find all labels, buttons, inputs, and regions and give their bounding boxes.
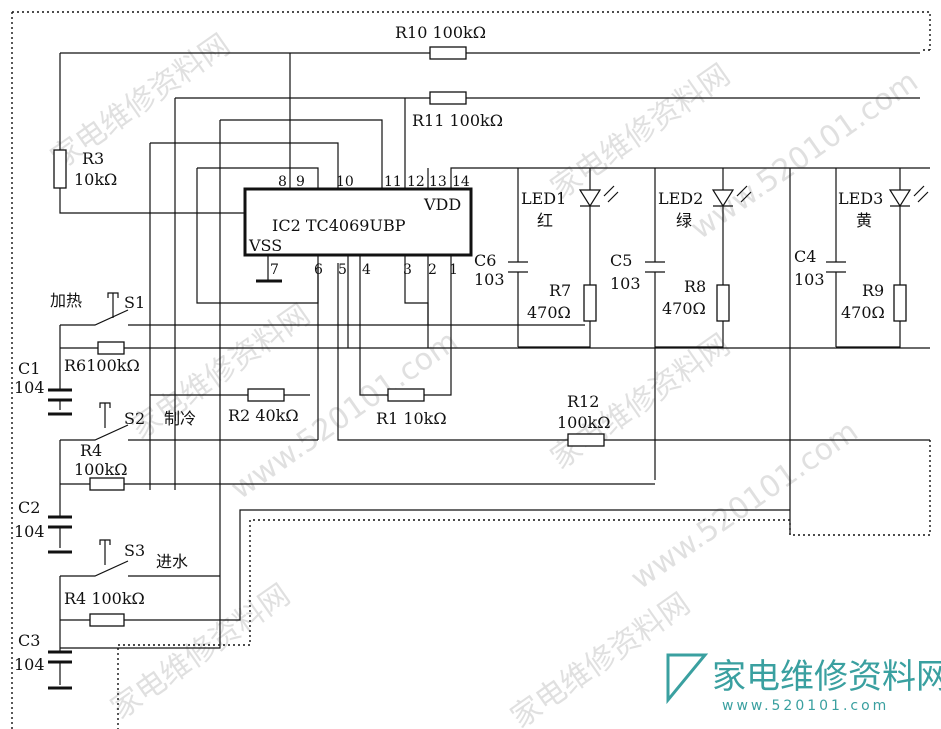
resistor-r3 [53,149,67,189]
watermark-url: www.520101.com [625,414,865,597]
resistor-r11 [429,91,467,105]
label-s2: S2 [124,409,145,428]
label-r8-ref: R8 [684,277,706,296]
label-r8-val: 470Ω [662,299,706,318]
label-led2-color: 绿 [676,211,692,230]
site-logo: 家电维修资料网 www.520101.com [666,653,941,714]
pin-label: 13 [429,174,447,190]
label-led3-color: 黄 [856,211,872,230]
led3-symbol [888,189,912,208]
resistor-r10 [429,46,467,60]
label-r6: R6100kΩ [64,356,140,375]
label-r4b: R4 100kΩ [64,589,145,608]
resistor-r8 [716,284,730,322]
ic2-chip: 8 9 10 11 12 13 14 VDD IC2 TC4069UBP VSS… [243,174,473,283]
label-s1: S1 [124,293,145,312]
watermark-layer: 家电维修资料网 家电维修资料网 家电维修资料网 家电维修资料网 家电维修资料网 … [45,27,925,729]
label-c1-val: 104 [14,378,45,397]
label-s3: S3 [124,541,145,560]
pin-label: 14 [452,174,470,190]
input-network [48,263,930,690]
label-r1: R1 10kΩ [376,409,447,428]
label-led3: LED3 [838,189,883,208]
pin-label: 5 [338,262,347,278]
label-r12-ref: R12 [567,392,599,411]
logo-url: www.520101.com [722,698,889,714]
logo-text: 家电维修资料网 [712,657,941,697]
pin-label: 3 [403,262,412,278]
label-r9-val: 470Ω [841,303,885,322]
pin-label: 4 [362,262,371,278]
logo-mark [666,653,709,705]
resistor-r6 [97,341,125,355]
label-r4a-val: 100kΩ [74,460,128,479]
label-led1-color: 红 [537,211,553,230]
led2-symbol [711,189,735,208]
ic-name: IC2 TC4069UBP [272,216,406,235]
label-c1-ref: C1 [18,359,40,378]
label-r3-ref: R3 [82,149,104,168]
pin-label: 1 [449,262,458,278]
label-led2: LED2 [658,189,703,208]
label-c6-ref: C6 [474,251,496,270]
label-c2-ref: C2 [18,498,40,517]
label-r3-val: 10kΩ [74,170,117,189]
label-c2-val: 104 [14,522,45,541]
label-r2: R2 40kΩ [228,406,299,425]
label-heat: 加热 [50,291,82,310]
label-c6-val: 103 [474,270,505,289]
vdd-label: VDD [423,195,461,214]
pin-label: 12 [407,174,425,190]
pin-label: 11 [384,174,402,190]
pin-label: 9 [296,174,305,190]
label-c5-val: 103 [610,274,641,293]
vss-label: VSS [248,236,282,255]
label-r12-val: 100kΩ [557,413,611,432]
resistor-r4b [89,613,125,627]
feedback-wires [53,46,920,649]
pin-label: 2 [428,262,437,278]
watermark-text: 家电维修资料网 [45,27,237,176]
led1-symbol [578,189,602,208]
resistor-r7 [583,284,597,322]
led-branches [427,167,930,535]
resistor-r2 [247,388,285,402]
label-r7-ref: R7 [549,281,571,300]
label-r9-ref: R9 [862,281,884,300]
label-cool: 制冷 [164,409,196,428]
label-led1: LED1 [521,189,566,208]
watermark-text: 家电维修资料网 [545,57,737,206]
label-c3-ref: C3 [18,631,40,650]
pin-label: 10 [336,174,354,190]
resistor-r1 [387,388,425,402]
label-r10: R10 100kΩ [395,23,486,42]
label-c3-val: 104 [14,655,45,674]
label-r4a-ref: R4 [80,441,102,460]
label-water: 进水 [156,552,188,571]
label-r11: R11 100kΩ [412,111,503,130]
label-r7-val: 470Ω [527,303,571,322]
label-c4-val: 103 [794,270,825,289]
resistor-r12 [567,433,605,447]
resistor-r4a [89,477,125,491]
pin-label: 8 [278,174,287,190]
component-labels: R10 100kΩ R11 100kΩ R3 10kΩ LED1 红 LED2 … [14,23,885,674]
resistor-r9 [893,284,907,322]
pin-label: 7 [270,262,279,278]
label-c4-ref: C4 [794,247,816,266]
enclosure-dotted [11,11,931,729]
label-c5-ref: C5 [610,251,632,270]
